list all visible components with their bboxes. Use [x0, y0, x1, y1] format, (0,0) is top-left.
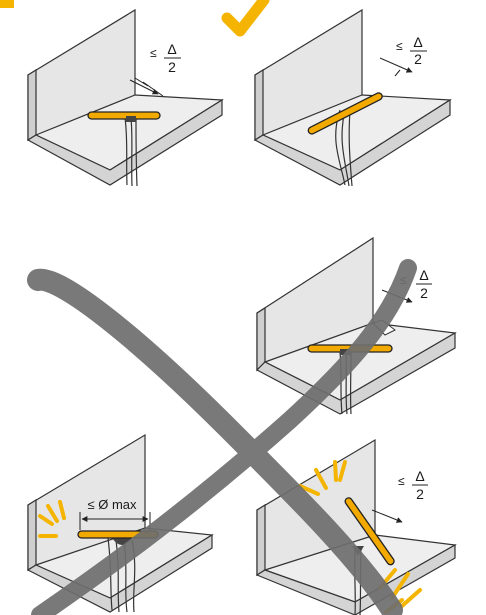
checkmark-icon: [221, 0, 270, 37]
panel-correct-mount-tilted: ≤ Δ 2: [253, 8, 452, 187]
diameter-max-label: ≤ Ø max: [87, 497, 137, 512]
panel-incorrect-mount-cutout: ≤ Δ 2: [256, 236, 457, 415]
panel-correct-mount-dimension: ≤ Δ 2: [26, 8, 224, 187]
svg-text:2: 2: [416, 486, 424, 502]
svg-text:2: 2: [414, 51, 422, 67]
sensor-bar: [87, 111, 161, 120]
corner-tab-icon: [0, 0, 14, 8]
svg-text:2: 2: [420, 285, 428, 301]
wall-side: [27, 68, 37, 142]
svg-text:≤: ≤: [396, 39, 403, 53]
svg-text:Δ: Δ: [419, 267, 428, 283]
svg-text:Δ: Δ: [415, 468, 424, 484]
floor-edge: [26, 98, 223, 186]
half-denominator: 2: [168, 59, 176, 75]
svg-text:≤: ≤: [398, 474, 405, 488]
cross-icon: [27, 259, 417, 615]
svg-text:Δ: Δ: [413, 34, 422, 50]
le-symbol: ≤: [150, 46, 157, 60]
warning-burst-icon: [298, 460, 347, 496]
panel-incorrect-mount-diameter-max: ≤ Ø max: [26, 433, 214, 613]
panel-incorrect-mount-diagonal: ≤ Δ 2: [255, 438, 457, 615]
sensor-mount: [126, 116, 136, 122]
delta-symbol: Δ: [167, 41, 176, 57]
warning-burst-icon: [38, 500, 66, 538]
